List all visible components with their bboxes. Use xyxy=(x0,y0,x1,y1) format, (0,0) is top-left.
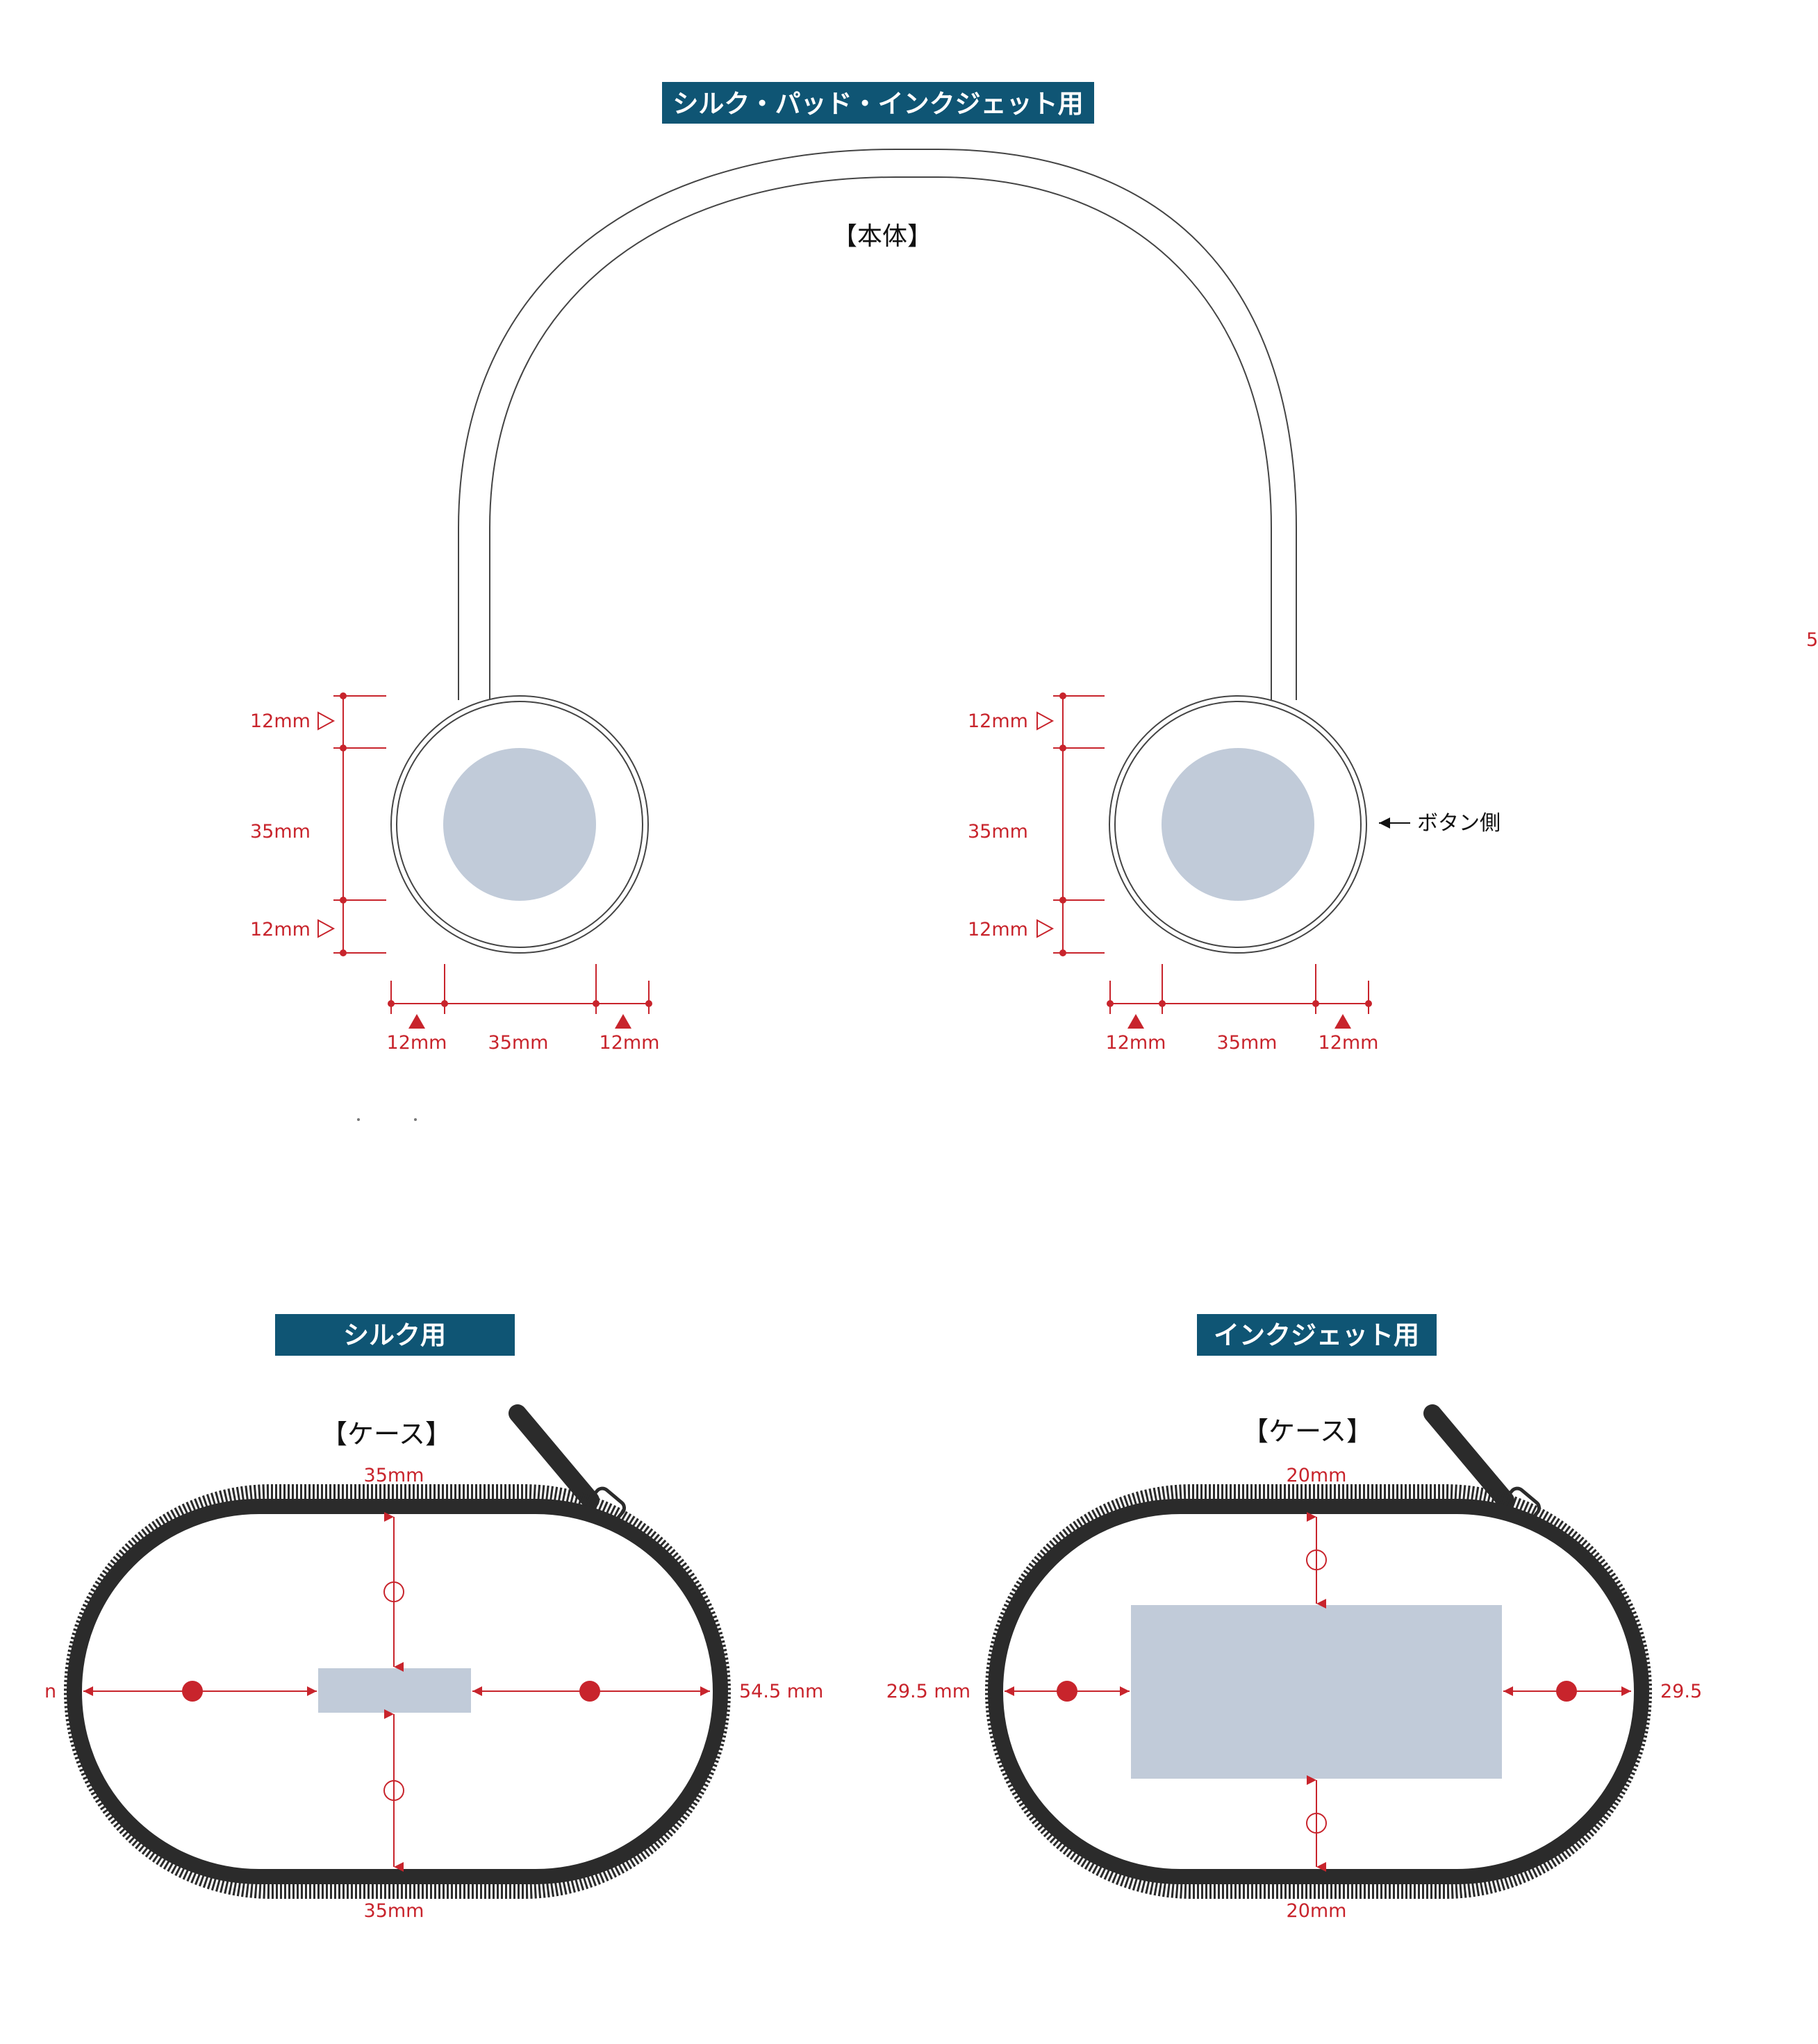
headband xyxy=(458,149,1297,700)
left-h-right: 12mm xyxy=(600,1032,660,1054)
speck xyxy=(357,1118,360,1121)
left-v-top: 12mm xyxy=(250,711,311,732)
inkjet-print-area xyxy=(1131,1605,1502,1779)
inkjet-case-label: 【ケース】 xyxy=(1242,1416,1373,1447)
silk-bottom-dim: 35mm xyxy=(364,1900,424,1922)
button-side-callout: ボタン側 xyxy=(1379,811,1501,836)
right-h-mid: 35mm xyxy=(1217,1032,1278,1054)
silk-case xyxy=(64,1404,731,1899)
silk-zipper-teeth xyxy=(64,1484,731,1899)
silk-left-dim: n xyxy=(44,1681,56,1702)
silk-print-area xyxy=(318,1668,471,1713)
right-h-right: 12mm xyxy=(1319,1032,1379,1054)
left-h-mid: 35mm xyxy=(488,1032,549,1054)
left-h-left: 12mm xyxy=(387,1032,447,1054)
right-v-mid: 35mm xyxy=(968,821,1028,842)
left-v-mid: 35mm xyxy=(250,821,311,842)
right-v-bottom: 12mm xyxy=(968,919,1028,940)
left-print-area xyxy=(443,748,596,901)
left-earcup xyxy=(390,695,649,954)
silk-banner-text: シルク用 xyxy=(343,1320,446,1350)
top-banner-text: シルク・パッド・インクジェット用 xyxy=(672,89,1083,119)
edge-fragment: 5 xyxy=(1806,629,1818,651)
right-print-area xyxy=(1162,748,1314,901)
inkjet-right-dim: 29.5 xyxy=(1660,1681,1702,1702)
inkjet-banner-text: インクジェット用 xyxy=(1214,1320,1419,1350)
inkjet-dimension-lines xyxy=(1005,1512,1631,1872)
inkjet-bottom-dim: 20mm xyxy=(1287,1900,1347,1922)
inkjet-left-dim: 29.5 mm xyxy=(886,1681,970,1702)
silk-zipper-pull xyxy=(509,1404,600,1509)
inkjet-zipper-pull xyxy=(1423,1404,1514,1509)
top-banner: シルク・パッド・インクジェット用 xyxy=(662,82,1094,124)
silk-top-dim: 35mm xyxy=(364,1465,424,1486)
left-vertical-dimension xyxy=(317,692,386,956)
inkjet-top-dim: 20mm xyxy=(1287,1465,1347,1486)
button-side-label: ボタン側 xyxy=(1417,811,1501,836)
inkjet-case xyxy=(985,1404,1652,1899)
left-horizontal-dimension xyxy=(388,964,652,1029)
right-vertical-dimension xyxy=(1036,692,1105,956)
body-label: 【本体】 xyxy=(832,222,932,251)
silk-banner: シルク用 xyxy=(275,1314,515,1356)
right-v-top: 12mm xyxy=(968,711,1028,732)
inkjet-banner: インクジェット用 xyxy=(1197,1314,1437,1356)
silk-case-label: 【ケース】 xyxy=(321,1419,452,1449)
right-earcup xyxy=(1109,695,1367,954)
right-h-left: 12mm xyxy=(1106,1032,1166,1054)
right-horizontal-dimension xyxy=(1107,964,1372,1029)
silk-right-dim: 54.5 mm xyxy=(739,1681,823,1702)
speck xyxy=(414,1118,417,1121)
inkjet-zipper-teeth xyxy=(985,1484,1652,1899)
left-v-bottom: 12mm xyxy=(250,919,311,940)
silk-dimension-lines xyxy=(83,1512,710,1872)
